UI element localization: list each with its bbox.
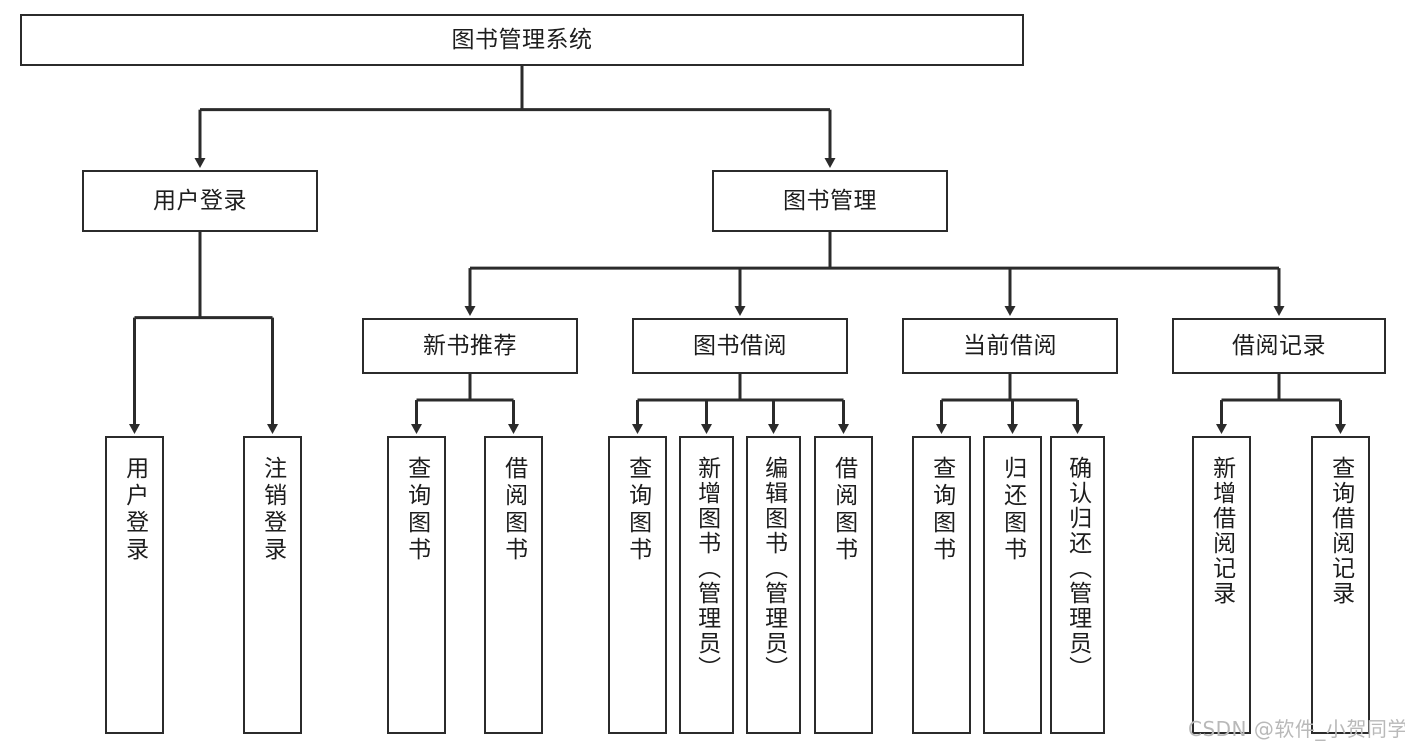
node-label: 编辑图书（管理员） [760, 456, 787, 681]
node-borrow[interactable]: 图书借阅 [632, 318, 848, 374]
node-label: 借阅图书 [830, 456, 857, 564]
node-leaf-rec-add[interactable]: 新增借阅记录 [1192, 436, 1251, 734]
node-label: 查询借阅记录 [1327, 456, 1354, 606]
node-label: 新增借阅记录 [1208, 456, 1235, 606]
node-label: 图书借阅 [693, 332, 787, 359]
node-leaf-bor-borrow[interactable]: 借阅图书 [814, 436, 873, 734]
node-label: 图书管理 [783, 187, 877, 214]
node-leaf-bor-add[interactable]: 新增图书（管理员） [679, 436, 734, 734]
node-leaf-user-login[interactable]: 用户登录 [105, 436, 164, 734]
node-login[interactable]: 用户登录 [82, 170, 318, 232]
watermark-text: CSDN @软件_小贺同学 [1188, 717, 1405, 741]
node-label: 用户登录 [121, 456, 148, 564]
node-label: 确认归还（管理员） [1064, 456, 1091, 681]
node-leaf-user-logout[interactable]: 注销登录 [243, 436, 302, 734]
node-label: 用户登录 [153, 187, 247, 214]
node-label: 新书推荐 [423, 332, 517, 359]
node-label: 查询图书 [403, 456, 430, 564]
node-leaf-rec-query[interactable]: 查询借阅记录 [1311, 436, 1370, 734]
node-leaf-cur-query[interactable]: 查询图书 [912, 436, 971, 734]
node-label: 归还图书 [999, 456, 1026, 564]
node-leaf-new-borrow[interactable]: 借阅图书 [484, 436, 543, 734]
node-label: 借阅记录 [1232, 332, 1326, 359]
node-newbooks[interactable]: 新书推荐 [362, 318, 578, 374]
node-label: 新增图书（管理员） [693, 456, 720, 681]
node-label: 借阅图书 [500, 456, 527, 564]
node-leaf-new-query[interactable]: 查询图书 [387, 436, 446, 734]
node-label: 图书管理系统 [451, 26, 593, 53]
node-label: 查询图书 [928, 456, 955, 564]
node-label: 当前借阅 [963, 332, 1057, 359]
node-label: 查询图书 [624, 456, 651, 564]
node-leaf-bor-query[interactable]: 查询图书 [608, 436, 667, 734]
node-leaf-cur-return[interactable]: 归还图书 [983, 436, 1042, 734]
node-bookmgmt[interactable]: 图书管理 [712, 170, 948, 232]
node-current[interactable]: 当前借阅 [902, 318, 1118, 374]
node-label: 注销登录 [259, 456, 286, 564]
node-root[interactable]: 图书管理系统 [20, 14, 1024, 66]
node-records[interactable]: 借阅记录 [1172, 318, 1386, 374]
node-leaf-bor-edit[interactable]: 编辑图书（管理员） [746, 436, 801, 734]
node-leaf-cur-confirm[interactable]: 确认归还（管理员） [1050, 436, 1105, 734]
